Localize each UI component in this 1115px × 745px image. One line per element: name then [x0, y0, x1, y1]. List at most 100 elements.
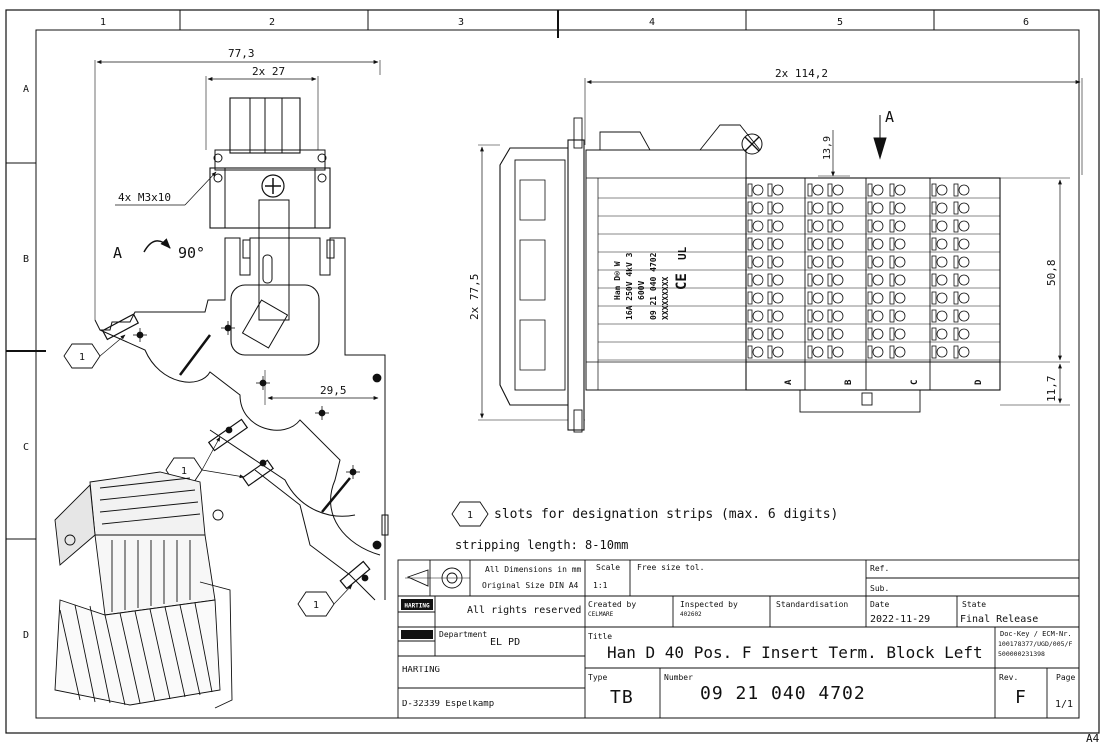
terminal-clamp: [772, 202, 784, 214]
dockey-line-1: 100178377/UGD/005/F: [998, 640, 1073, 648]
terminal-clamp: [958, 256, 970, 268]
terminal-clamp: [894, 256, 906, 268]
sheet-format: A4: [1086, 732, 1100, 745]
terminal-clamp: [832, 202, 844, 214]
svg-text:09 21 040 4702: 09 21 040 4702: [649, 252, 658, 320]
terminal-clamp: [872, 310, 884, 322]
type-label: Type: [588, 673, 608, 682]
terminal-clamp: [936, 346, 948, 358]
terminal-clamp: [958, 238, 970, 250]
terminal-slot: [827, 291, 833, 305]
terminal-clamp: [752, 346, 764, 358]
projection-symbol-icon: [405, 560, 471, 596]
terminal-slot: [953, 345, 959, 359]
terminal-clamp: [872, 220, 884, 232]
terminal-clamp: [752, 184, 764, 196]
screw-spec: 4x M3x10: [118, 191, 171, 204]
svg-text:1: 1: [467, 510, 473, 521]
terminal-slot: [889, 255, 895, 269]
terminal-slot: [747, 345, 753, 359]
svg-text:XXXXXXXXX: XXXXXXXXX: [661, 276, 670, 320]
svg-text:16A 250V 4kV 3: 16A 250V 4kV 3: [625, 252, 634, 320]
rev-value: F: [1015, 688, 1027, 708]
terminal-slot: [889, 201, 895, 215]
terminal-clamp: [894, 310, 906, 322]
terminal-slot: [747, 291, 753, 305]
terminal-slot: [807, 255, 813, 269]
dim-overall-width: 77,3: [228, 47, 255, 60]
terminal-clamp: [752, 292, 764, 304]
section-label-c: C: [910, 380, 920, 385]
terminal-clamp: [772, 184, 784, 196]
terminal-clamp: [936, 328, 948, 340]
terminal-slot: [953, 237, 959, 251]
inspected-value: 402602: [680, 611, 702, 618]
terminal-slot: [931, 237, 937, 251]
rotation-label: A: [113, 244, 122, 262]
terminal-slot: [807, 183, 813, 197]
terminal-slot: [953, 309, 959, 323]
terminal-slot: [889, 273, 895, 287]
terminal-slot: [953, 183, 959, 197]
section-label-a: A: [784, 379, 794, 385]
terminal-clamp: [812, 310, 824, 322]
terminal-slot: [867, 255, 873, 269]
terminal-clamp: [832, 274, 844, 286]
inspected-label: Inspected by: [680, 600, 738, 609]
terminal-slot: [767, 183, 773, 197]
terminal-slot: [931, 219, 937, 233]
svg-text:1: 1: [181, 466, 187, 477]
terminal-clamp: [872, 202, 884, 214]
terminal-slot: [889, 237, 895, 251]
row-label-c: C: [23, 442, 29, 453]
svg-text:UL: UL: [676, 246, 689, 260]
terminal-slot: [827, 273, 833, 287]
terminal-slot: [747, 237, 753, 251]
terminal-slot: [889, 183, 895, 197]
terminal-slot: [747, 309, 753, 323]
terminal-clamp: [958, 202, 970, 214]
col-label-5: 5: [837, 17, 843, 28]
terminal-slot: [827, 327, 833, 341]
dockey-label: Doc-Key / ECM-Nr.: [1000, 630, 1072, 638]
terminal-slot: [867, 291, 873, 305]
terminal-clamp: [936, 292, 948, 304]
title-block-grid: [397, 559, 1080, 719]
terminal-clamp: [752, 220, 764, 232]
terminal-clamp: [752, 238, 764, 250]
terminal-clamp: [958, 274, 970, 286]
department-label: Department: [439, 630, 488, 639]
page-value: 1/1: [1055, 699, 1074, 710]
terminal-slot: [747, 273, 753, 287]
terminal-clamp: [936, 256, 948, 268]
terminal-slot: [953, 291, 959, 305]
terminal-slot: [747, 219, 753, 233]
terminal-slot: [953, 255, 959, 269]
company-address: D-32339 Espelkamp: [402, 700, 495, 709]
drawing-title: Han D 40 Pos. F Insert Term. Block Left: [607, 644, 983, 662]
number-label: Number: [664, 673, 693, 682]
col-label-6: 6: [1023, 17, 1029, 28]
type-value: TB: [610, 688, 634, 708]
side-view: [94, 60, 389, 601]
terminal-clamp: [936, 238, 948, 250]
terminal-clamp: [832, 238, 844, 250]
terminal-slot: [767, 291, 773, 305]
svg-text:1: 1: [313, 600, 319, 611]
terminal-clamp: [752, 310, 764, 322]
scale-label: Scale: [596, 563, 621, 572]
row-label-a: A: [23, 84, 29, 95]
number-value: 09 21 040 4702: [700, 684, 866, 704]
dim-pitch: 2x 27: [252, 65, 285, 78]
rights-text: All rights reserved: [467, 605, 582, 616]
product-marking: Han D® W 16A 250V 4kV 3 600V 09 21 040 4…: [613, 246, 690, 320]
outer-frame: [5, 9, 1100, 734]
terminal-slot: [867, 201, 873, 215]
terminal-clamp: [958, 184, 970, 196]
svg-text:600V: 600V: [637, 281, 646, 300]
terminal-clamp: [832, 346, 844, 358]
terminal-slot: [953, 327, 959, 341]
terminal-clamp: [812, 328, 824, 340]
rev-label: Rev.: [999, 673, 1019, 682]
row-label-d: D: [23, 630, 29, 641]
